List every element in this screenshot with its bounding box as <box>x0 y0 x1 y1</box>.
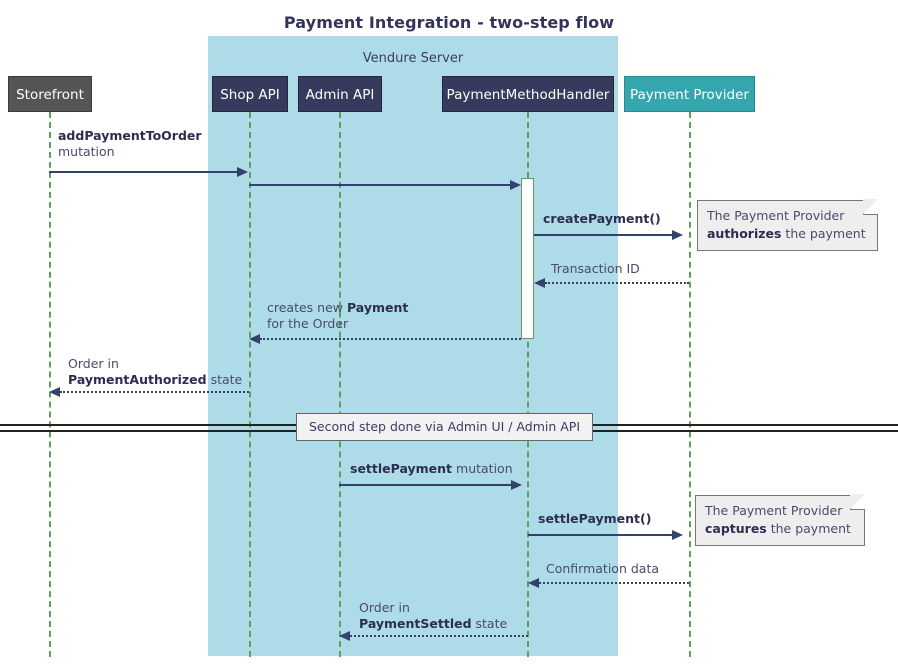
message-label-line2: for the Order <box>267 316 349 331</box>
message-label-settle-payment-mutation: settlePayment mutation <box>350 461 513 477</box>
message-label-bold: settlePayment <box>350 461 453 476</box>
participant-storefront[interactable]: Storefront <box>8 76 92 112</box>
arrowhead-right-icon <box>510 180 521 190</box>
lifeline-admin-api <box>339 112 341 657</box>
message-arrow-order-payment-settled <box>350 635 528 637</box>
arrowhead-left-icon <box>528 578 539 588</box>
arrowhead-left-icon <box>339 631 350 641</box>
arrowhead-left-icon <box>49 387 60 397</box>
message-label-rest: mutation <box>452 461 513 476</box>
message-label-create-payment: createPayment() <box>543 211 661 227</box>
message-label-transaction-id: Transaction ID <box>551 261 640 277</box>
message-arrow-transaction-id <box>545 282 689 284</box>
message-arrow-order-payment-authorized <box>60 391 249 393</box>
activation-bar-payment-method-handler <box>521 178 534 339</box>
message-label-bold: settlePayment() <box>538 511 652 526</box>
lifeline-shop-api <box>249 112 251 657</box>
participant-shop-api[interactable]: Shop API <box>212 76 288 112</box>
message-label-add-payment-to-order: addPaymentToOrder mutation <box>58 128 202 160</box>
note-authorizes: The Payment Provider authorizes the paym… <box>697 199 878 251</box>
message-label-line1: Order in <box>359 600 410 615</box>
note-line-2-bold: captures <box>705 521 767 536</box>
lifeline-storefront <box>49 112 51 657</box>
arrowhead-right-icon <box>237 167 248 177</box>
message-label-rest: creates new <box>267 300 347 315</box>
message-label-order-payment-authorized: Order in PaymentAuthorized state <box>68 356 242 388</box>
message-label-rest: Confirmation data <box>546 561 660 576</box>
note-line-2-rest: the payment <box>766 521 851 536</box>
diagram-title: Payment Integration - two-step flow <box>283 13 615 32</box>
divider-label-second-step: Second step done via Admin UI / Admin AP… <box>296 413 593 441</box>
arrowhead-right-icon <box>672 230 683 240</box>
note-captures: The Payment Provider captures the paymen… <box>695 494 865 546</box>
message-label-confirmation-data: Confirmation data <box>546 561 659 577</box>
message-arrow-add-payment-to-order <box>49 171 237 173</box>
arrowhead-right-icon <box>672 530 683 540</box>
message-label-rest: Transaction ID <box>551 261 640 276</box>
message-label-rest: state <box>471 616 508 631</box>
lifeline-payment-method-handler <box>527 112 529 657</box>
message-label-settle-payment-call: settlePayment() <box>538 511 651 527</box>
message-label-bold: createPayment() <box>543 211 661 226</box>
note-line-2-rest: the payment <box>781 226 866 241</box>
note-fold-corner-icon <box>863 199 878 215</box>
participant-admin-api[interactable]: Admin API <box>298 76 382 112</box>
message-label-bold: PaymentAuthorized <box>68 372 207 387</box>
lifeline-payment-provider <box>689 112 691 657</box>
message-label-bold: addPaymentToOrder <box>58 128 202 143</box>
message-arrow-create-payment <box>534 234 672 236</box>
arrowhead-left-icon <box>534 278 545 288</box>
message-arrow-settle-payment-call <box>528 534 672 536</box>
message-arrow-creates-new-payment <box>260 338 521 340</box>
note-line-1: The Payment Provider <box>705 503 843 518</box>
message-label-rest: mutation <box>58 144 115 159</box>
participant-payment-method-handler[interactable]: PaymentMethodHandler <box>442 76 614 112</box>
note-line-1: The Payment Provider <box>707 208 845 223</box>
message-label-line1: Order in <box>68 356 119 371</box>
note-fold-corner-icon <box>850 494 865 510</box>
group-label-vendure-server: Vendure Server <box>362 51 464 66</box>
message-arrow-confirmation-data <box>539 582 689 584</box>
message-label-bold: Payment <box>346 300 409 315</box>
message-label-bold: PaymentSettled <box>359 616 472 631</box>
message-arrow-settle-payment-mutation <box>339 484 511 486</box>
message-arrow-shop-api-to-handler <box>249 184 510 186</box>
group-box-vendure-server <box>208 36 618 656</box>
message-label-order-payment-settled: Order in PaymentSettled state <box>359 600 507 632</box>
participant-payment-provider[interactable]: Payment Provider <box>624 76 755 112</box>
note-line-2-bold: authorizes <box>707 226 782 241</box>
message-label-rest: state <box>206 372 243 387</box>
message-label-creates-new-payment: creates new Payment for the Order <box>267 300 408 332</box>
arrowhead-right-icon <box>511 480 522 490</box>
arrowhead-left-icon <box>249 334 260 344</box>
